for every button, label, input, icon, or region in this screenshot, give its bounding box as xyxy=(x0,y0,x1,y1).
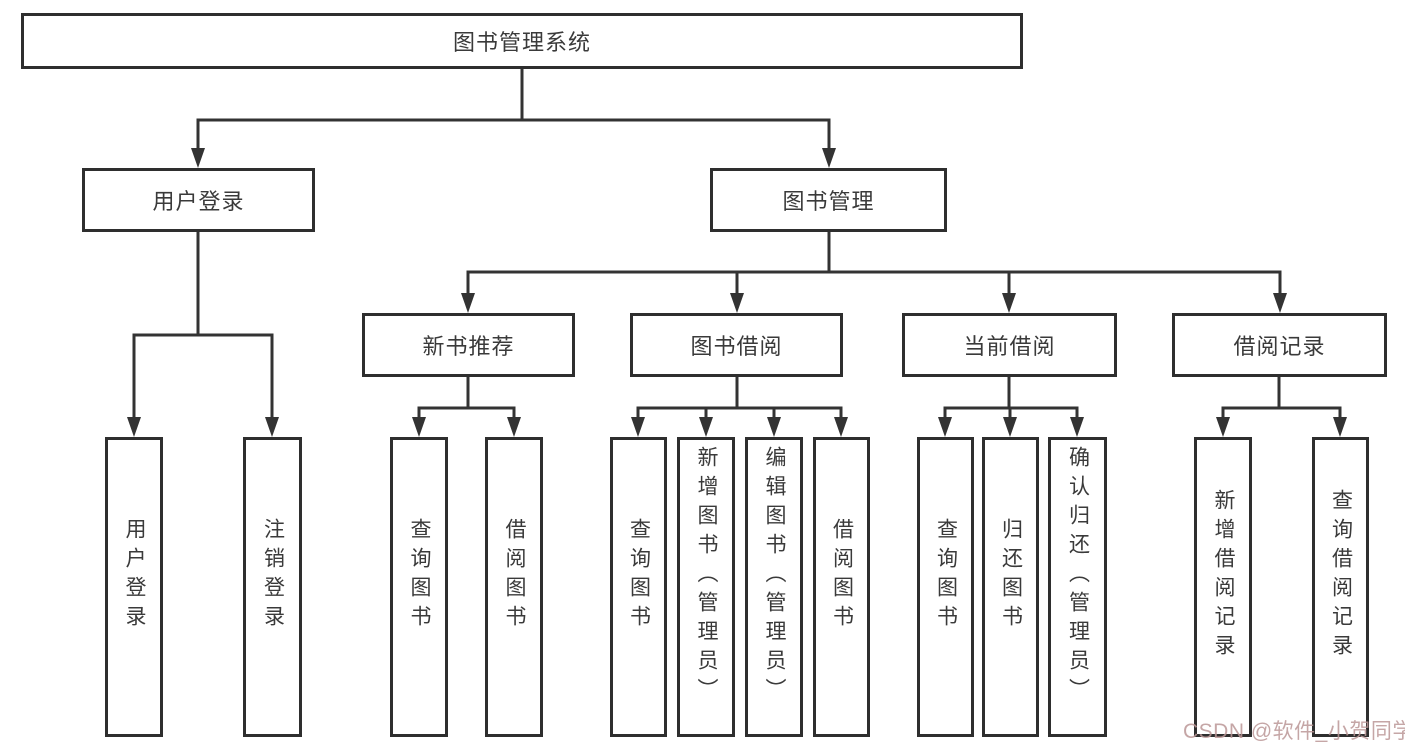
leaf-label: 借阅图书 xyxy=(830,518,854,634)
connector-lines xyxy=(132,69,1342,421)
node-book-borrowing: 图书借阅 xyxy=(630,313,843,377)
leaf-label: 新增借阅记录 xyxy=(1212,489,1236,663)
node-label: 借阅记录 xyxy=(1233,334,1326,359)
leaf-query-books-current: 查询图书 xyxy=(917,437,974,737)
leaf-logout: 注销登录 xyxy=(243,437,302,737)
leaf-label: 查询图书 xyxy=(627,518,651,634)
arrow-down-icons xyxy=(127,148,1347,437)
leaf-edit-books-admin: 编辑图书（管理员） xyxy=(745,437,803,737)
node-user-login: 用户登录 xyxy=(82,168,315,232)
leaf-label: 查询图书 xyxy=(408,518,432,634)
node-label: 图书借阅 xyxy=(690,334,783,359)
leaf-label: 确认归还（管理员） xyxy=(1066,445,1090,707)
leaf-query-books-recommend: 查询图书 xyxy=(390,437,448,737)
leaf-label: 编辑图书（管理员） xyxy=(763,445,787,707)
leaf-borrow-books-recommend: 借阅图书 xyxy=(485,437,543,737)
node-label: 新书推荐 xyxy=(422,334,515,359)
leaf-query-borrow-record: 查询借阅记录 xyxy=(1312,437,1369,737)
leaf-label: 查询图书 xyxy=(934,518,958,634)
leaf-label: 归还图书 xyxy=(999,518,1023,634)
node-library-management-system: 图书管理系统 xyxy=(21,13,1023,69)
node-current-borrowing: 当前借阅 xyxy=(902,313,1117,377)
node-label: 当前借阅 xyxy=(963,334,1056,359)
leaf-label: 新增图书（管理员） xyxy=(695,445,719,707)
leaf-label: 注销登录 xyxy=(261,518,285,634)
leaf-query-books-borrowing: 查询图书 xyxy=(610,437,667,737)
leaf-borrow-books-borrowing: 借阅图书 xyxy=(813,437,870,737)
leaf-label: 查询借阅记录 xyxy=(1329,489,1353,663)
node-book-management: 图书管理 xyxy=(710,168,947,232)
leaf-label: 用户登录 xyxy=(123,518,147,634)
node-label: 用户登录 xyxy=(152,189,245,214)
leaf-user-login: 用户登录 xyxy=(105,437,163,737)
node-label: 图书管理系统 xyxy=(452,30,591,55)
node-new-book-recommend: 新书推荐 xyxy=(362,313,575,377)
leaf-label: 借阅图书 xyxy=(503,518,527,634)
leaf-add-books-admin: 新增图书（管理员） xyxy=(677,437,735,737)
node-label: 图书管理 xyxy=(782,189,875,214)
leaf-confirm-return-admin: 确认归还（管理员） xyxy=(1048,437,1107,737)
leaf-return-books: 归还图书 xyxy=(982,437,1039,737)
csdn-watermark: CSDN @软件_小贺同学 xyxy=(1183,720,1405,743)
node-borrowing-records: 借阅记录 xyxy=(1172,313,1387,377)
leaf-add-borrow-record: 新增借阅记录 xyxy=(1194,437,1252,737)
